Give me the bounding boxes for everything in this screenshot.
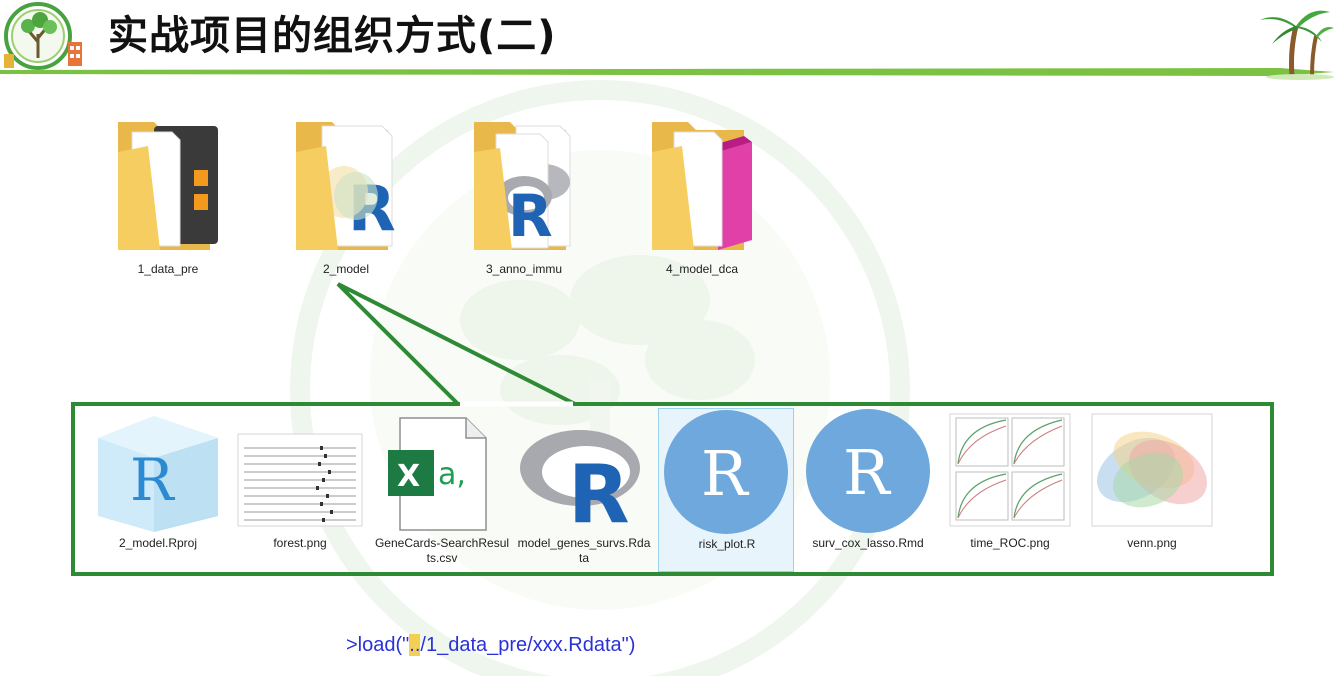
folder-r-icon: R [474, 122, 571, 250]
file-genecards-csv[interactable]: X a, GeneCards-SearchResults.csv [374, 408, 510, 572]
folder-2-model[interactable]: R 2_model [276, 112, 416, 284]
svg-text:a,: a, [438, 457, 466, 492]
folder-rstudio-icon [118, 122, 218, 250]
svg-text:X: X [397, 459, 420, 494]
svg-text:R: R [843, 436, 892, 509]
code-suffix: /1_data_pre/xxx.Rdata") [420, 634, 636, 656]
folder-name: 2_model [322, 262, 370, 276]
file-name: 2_model.Rproj [118, 536, 198, 550]
svg-text:R: R [130, 446, 176, 514]
venn-thumbnail [1091, 413, 1213, 527]
r-logo-icon: R [520, 430, 640, 534]
roc-thumbnail [949, 413, 1071, 527]
folder-name: 3_anno_immu [485, 262, 563, 276]
r-script-icon: R [664, 410, 788, 534]
title-underline [0, 68, 1334, 76]
file-name: model_genes_survs.Rdata [517, 536, 651, 565]
svg-text:R: R [568, 448, 630, 534]
file-risk-plot-r[interactable]: R risk_plot.R [658, 408, 794, 572]
folder-r-icon: R [296, 122, 396, 250]
file-model-genes-rdata[interactable]: R model_genes_survs.Rdata [516, 408, 652, 572]
file-forest-png[interactable]: forest.png [232, 408, 368, 572]
file-name: surv_cox_lasso.Rmd [812, 536, 924, 550]
slide-title: 实战项目的组织方式(二) [108, 13, 557, 59]
file-time-roc-png[interactable]: time_ROC.png [942, 408, 1078, 572]
code-prefix: >load(" [346, 634, 410, 656]
svg-text:R: R [508, 182, 553, 250]
file-2-model-rproj[interactable]: R 2_model.Rproj [90, 408, 226, 572]
file-name: time_ROC.png [970, 536, 1050, 550]
svg-text:R: R [701, 437, 750, 510]
load-code-line: >load("../1_data_pre/xxx.Rdata") [346, 634, 635, 657]
file-surv-cox-lasso-rmd[interactable]: R surv_cox_lasso.Rmd [800, 408, 936, 572]
forest-plot-thumbnail [237, 433, 363, 527]
folder-3-anno-immu[interactable]: R 3_anno_immu [454, 112, 594, 284]
r-script-icon: R [806, 409, 930, 533]
folder-name: 1_data_pre [137, 262, 199, 276]
folder-4-model-dca[interactable]: 4_model_dca [632, 112, 772, 284]
file-name: risk_plot.R [698, 537, 756, 551]
folder-1-data-pre[interactable]: 1_data_pre [98, 112, 238, 284]
palm-tree-icon [1260, 10, 1334, 80]
file-venn-png[interactable]: venn.png [1084, 408, 1220, 572]
folder-pink-icon [652, 122, 752, 250]
file-name: forest.png [273, 536, 327, 550]
file-name: venn.png [1127, 536, 1177, 550]
file-name: GeneCards-SearchResults.csv [374, 536, 510, 565]
folder-name: 4_model_dca [665, 262, 739, 276]
code-highlight: .. [409, 634, 421, 656]
biotrainee-logo [4, 2, 82, 70]
excel-csv-icon: X a, [388, 417, 487, 531]
rproj-icon: R [98, 416, 218, 532]
